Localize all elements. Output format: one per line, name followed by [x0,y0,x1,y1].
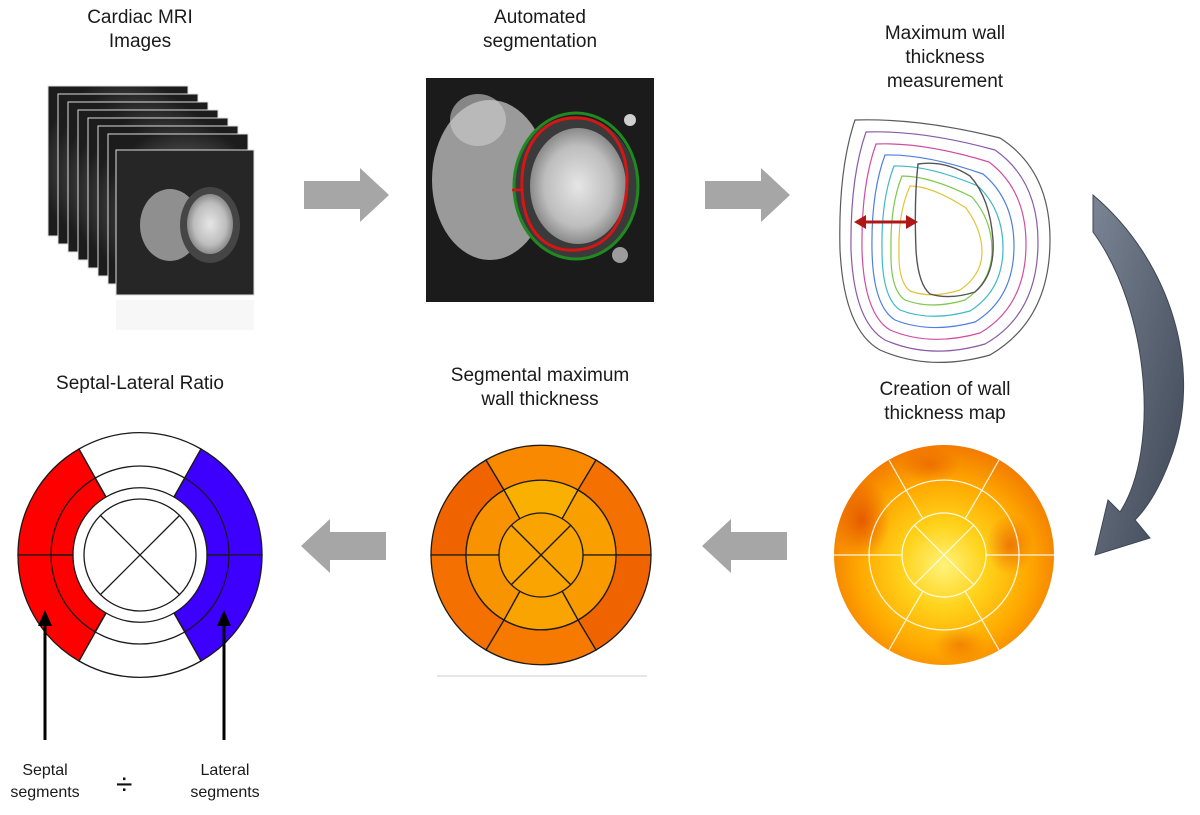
segmental-max-label: Segmental maximum wall thickness [425,364,655,412]
ring-divider [94,612,107,633]
ring-divider [173,477,186,498]
septal-segment [17,554,107,662]
segmental-bullseye [430,444,652,677]
segmentation-label-line2: segmentation [482,31,598,52]
segmental-max-label-line1: Segmental maximum [450,365,630,386]
contour-inner [914,162,994,298]
ring-divider [173,612,186,633]
arrow-head-icon [906,215,918,229]
mri-label-line2: Images [108,31,172,52]
septal-segments-label-line2: segments [10,784,80,801]
mri-label: Cardiac MRI Images [40,6,240,54]
apical-divider [510,524,572,586]
thickness-map-label-line1: Creation of wall [879,379,1011,400]
septal-lateral-bullseye [17,432,263,740]
ratio-label: Septal-Lateral Ratio [56,373,224,394]
wall-thickness-contours [839,119,1051,363]
mri-label-line1: Cardiac MRI [87,7,193,28]
contour [871,154,1015,329]
contour [890,175,993,306]
arrow-right-icon [705,168,790,222]
segmental-max-label-line2: wall thickness [481,389,599,410]
curved-arrow-icon [1092,193,1185,556]
ring-divider [94,477,107,498]
mri-front-slice [115,149,255,330]
contour [898,185,983,296]
apical-divider [99,514,181,596]
mri-image-stack [47,85,255,330]
max-thickness-label: Maximum wall thickness measurement [845,22,1045,94]
endocardium-contour [520,116,629,252]
arrow-head-icon [854,215,866,229]
wall-thickness-map [834,445,1054,665]
arrow-up-icon [217,610,231,626]
divide-icon: ÷ [116,768,133,801]
septal-segments-label: Septal segments [0,760,90,804]
arrow-left-icon [301,519,386,573]
contour [850,131,1039,352]
contour-outer [839,119,1051,363]
lateral-segments-label: Lateral segments [175,760,275,804]
max-thickness-label-line1: Maximum wall [884,23,1006,44]
thickness-map-label-line2: thickness map [884,403,1006,424]
max-thickness-label-line2: thickness [905,47,985,68]
segmentation-label-line1: Automated [494,7,586,28]
thickness-map-label: Creation of wall thickness map [835,378,1055,426]
lateral-segments-label-line2: segments [190,784,260,801]
arrow-left-icon [702,519,787,573]
lateral-segments-label-line1: Lateral [200,762,250,779]
segmentation-image [426,78,654,302]
septal-segments-label-line1: Septal [22,762,68,779]
epicardium-contour [512,111,640,261]
max-thickness-label-line3: measurement [886,71,1004,92]
contour [861,143,1027,340]
segmentation-label: Automated segmentation [440,6,640,54]
arrow-up-icon [38,610,52,626]
arrow-right-icon [304,168,389,222]
